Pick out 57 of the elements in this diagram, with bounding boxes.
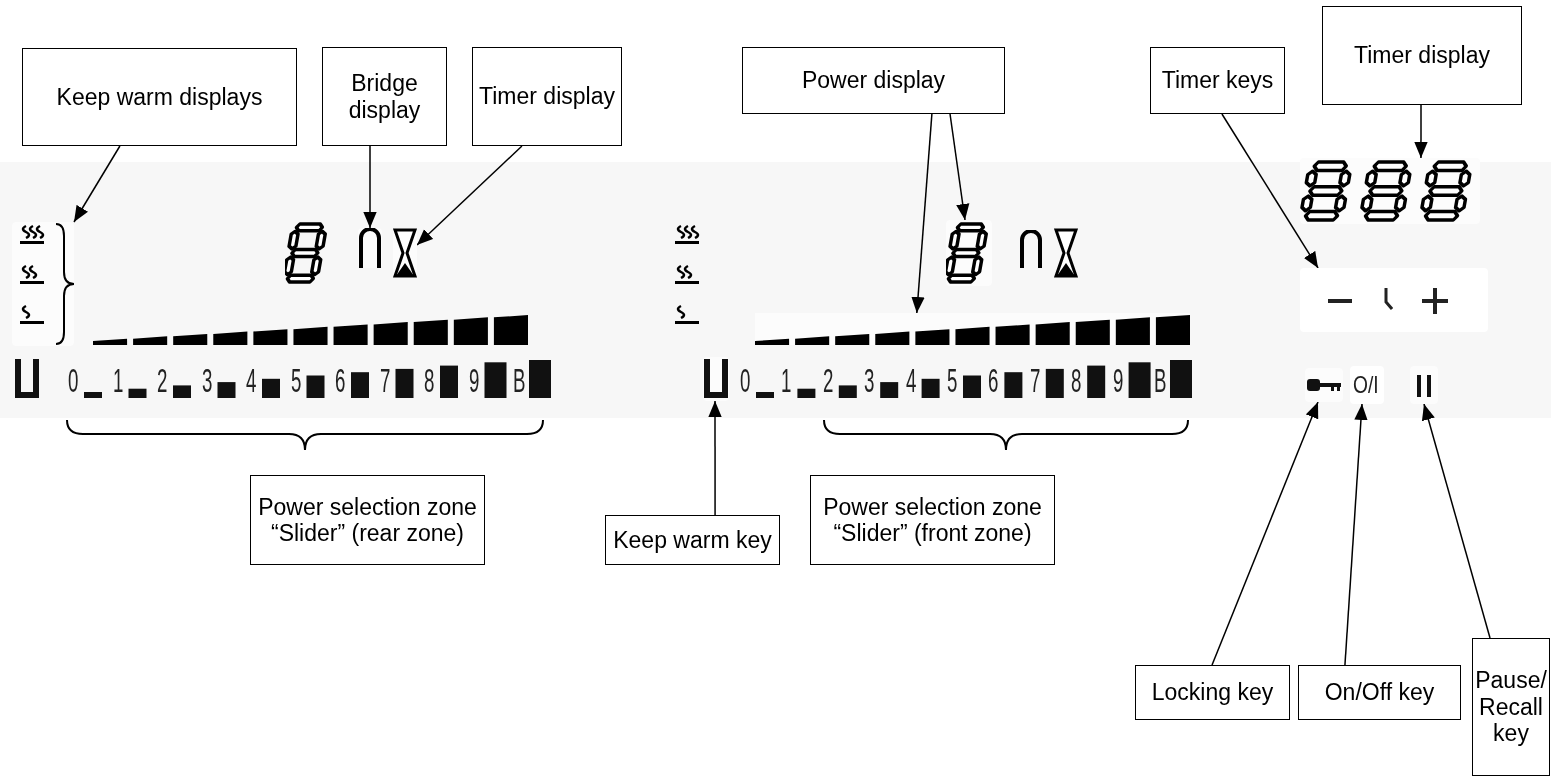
power-level-bars-drawing: [755, 313, 1190, 345]
segment-display-drawing: [1300, 158, 1480, 224]
segment-digit-drawing: [946, 220, 992, 286]
callout-box: Power selection zone “Slider” (rear zone): [250, 475, 485, 565]
leader-arrow: [1344, 403, 1368, 666]
slider-number: 1: [781, 363, 792, 397]
leader-arrow: [708, 400, 722, 516]
callout-box: Timer keys: [1150, 47, 1285, 114]
slider-number: 8: [424, 363, 435, 397]
leader-arrow: [911, 113, 933, 314]
leader-arrow: [1221, 113, 1319, 269]
key-icon: [1305, 368, 1343, 402]
callout-box: Locking key: [1135, 665, 1290, 720]
callout-box: Pause/ Recall key: [1472, 638, 1550, 776]
bridge-icon: [358, 228, 382, 268]
slider-number: 6: [335, 363, 346, 397]
keep-warm-indicator-icon: [12, 222, 74, 346]
leader-arrow: [363, 145, 377, 229]
slider-number: 2: [157, 363, 168, 397]
slider-number: 0: [740, 363, 751, 397]
timer-keys-panel: [1300, 268, 1488, 332]
slider-number: 4: [905, 363, 916, 397]
leader-arrow: [949, 113, 970, 221]
pause-icon: [1410, 366, 1438, 404]
slider-number: B: [513, 363, 526, 397]
callout-box: Bridge display: [322, 47, 447, 146]
leader-arrow: [1421, 403, 1491, 639]
slider-number: 5: [290, 363, 301, 397]
slider-number: 5: [947, 363, 958, 397]
callout-box: On/Off key: [1298, 665, 1461, 720]
callout-box: Power display: [742, 47, 1005, 114]
slider-number: 9: [468, 363, 479, 397]
key-label: O/I: [1353, 372, 1379, 398]
slider-number: 6: [988, 363, 999, 397]
slider-number: 3: [201, 363, 212, 397]
slider-number: 4: [246, 363, 257, 397]
leader-arrow: [1414, 104, 1428, 159]
slider-number: 7: [1029, 363, 1041, 397]
slider-number: B: [1154, 363, 1167, 397]
callout-box: Timer display: [472, 47, 622, 146]
keep-warm-key-icon: [703, 357, 729, 401]
callout-box: Timer display: [1322, 6, 1522, 105]
slider-number: 3: [864, 363, 875, 397]
callout-box: Keep warm displays: [22, 48, 297, 146]
on-off-key: [1350, 366, 1384, 404]
slider-number: 0: [68, 363, 79, 397]
hourglass-icon: [393, 228, 417, 278]
leader-arrow: [1211, 401, 1319, 666]
slider-number: 1: [112, 363, 123, 397]
leader-arrow: [73, 145, 121, 223]
slider-number: 7: [379, 363, 390, 397]
callout-box: Keep warm key: [605, 515, 780, 565]
leader-arrow: [416, 145, 523, 246]
slider-number: 8: [1071, 363, 1082, 397]
slider-number: 9: [1112, 363, 1123, 397]
callout-box: Power selection zone “Slider” (front zone): [810, 475, 1055, 565]
slider-number: 2: [822, 363, 834, 397]
